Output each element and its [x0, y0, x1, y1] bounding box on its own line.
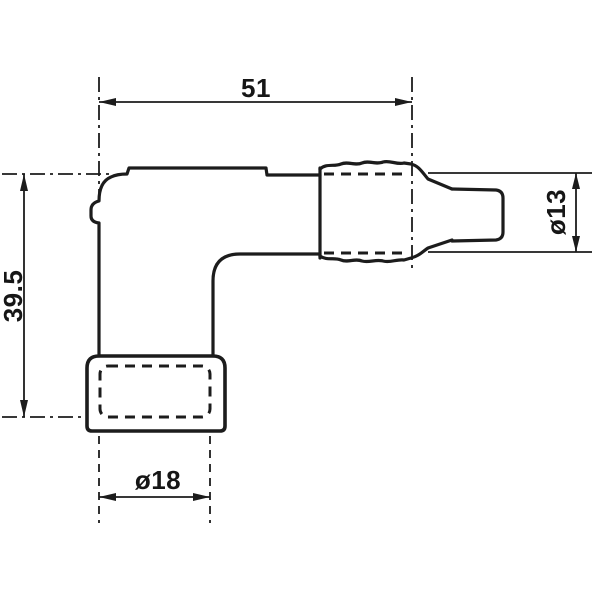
boot-arrow-right: [193, 493, 210, 501]
width-arrow-right: [395, 98, 412, 106]
dimension-width: 51: [98, 73, 413, 272]
terminal-diameter-label: ø13: [541, 189, 571, 235]
terminal-nose: [450, 187, 505, 243]
boot-diameter-label: ø18: [135, 465, 181, 495]
plug-boot-bore-hidden-line: [98, 364, 212, 419]
terminal-arrow-top: [572, 173, 580, 189]
terminal-arrow-bottom: [572, 236, 580, 252]
cap-top-profile: [89, 166, 322, 358]
corrugated-boot-bottom-edge: [318, 238, 454, 264]
height-arrow-bottom: [20, 400, 28, 417]
plug-boot-outline: [85, 354, 227, 433]
corrugated-boot: [318, 159, 454, 264]
width-dimension-label: 51: [241, 73, 271, 103]
boot-arrow-left: [99, 493, 116, 501]
width-arrow-left: [99, 98, 116, 106]
plug-boot: [85, 354, 227, 433]
height-dimension-label: 39.5: [0, 270, 28, 323]
cap-inner-corner: [211, 252, 322, 358]
corrugated-boot-top-edge: [318, 159, 454, 191]
dimension-height: 39.5: [0, 173, 113, 418]
dimension-terminal-diameter: ø13: [428, 172, 592, 253]
dimension-boot-diameter: ø18: [98, 436, 211, 523]
height-arrow-top: [20, 174, 28, 191]
cap-body-outline: [89, 166, 322, 358]
